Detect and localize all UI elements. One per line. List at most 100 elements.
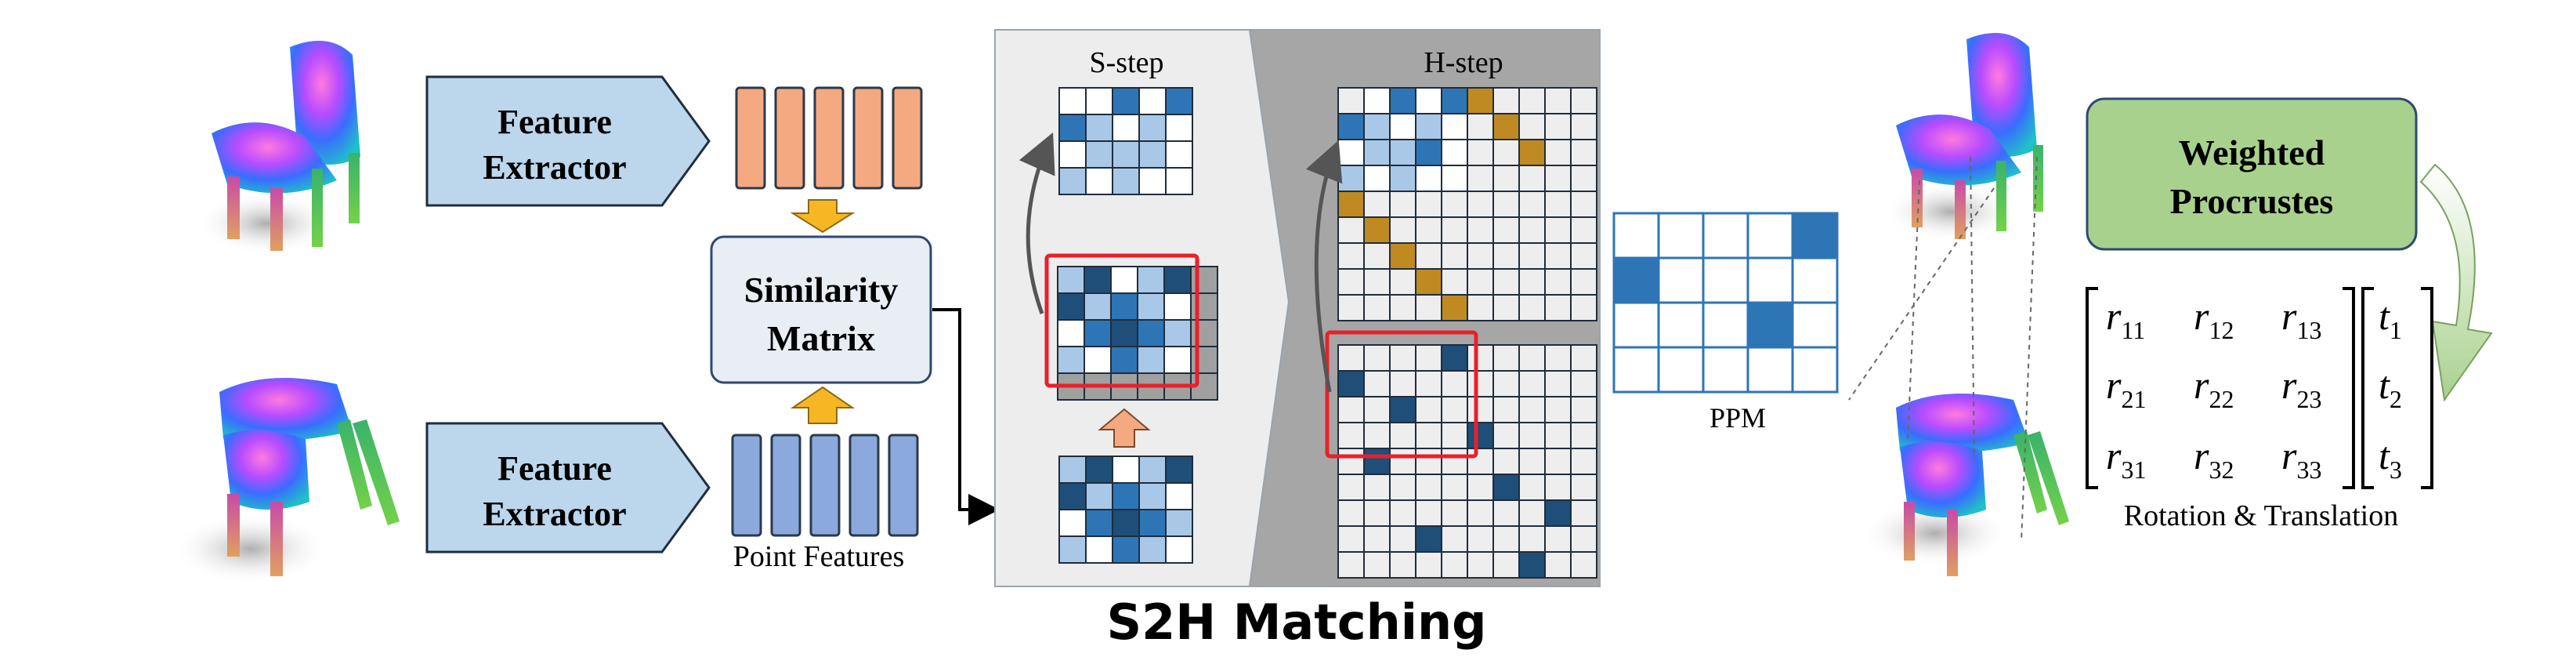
grid-cell [1085, 114, 1113, 142]
grid-cell [1544, 113, 1572, 140]
h-step-label: H-step [1424, 46, 1503, 79]
grid-cell [1085, 456, 1113, 484]
grid-cell [1570, 113, 1597, 140]
grid-cell [1467, 139, 1494, 166]
grid-cell [1363, 242, 1391, 270]
grid-cell [1190, 266, 1218, 294]
grid-cell [1084, 266, 1112, 294]
grid-cell [1415, 113, 1442, 140]
grid-cell [1190, 319, 1218, 347]
grid-cell [1518, 344, 1546, 372]
weighted-procrustes-box: Weighted Procrustes [2086, 97, 2418, 251]
grid-cell [1363, 268, 1391, 296]
grid-cell [1570, 139, 1597, 166]
grid-cell [1492, 139, 1520, 166]
translation-entry: t3 [2379, 434, 2402, 484]
grid-cell [1337, 242, 1365, 270]
grid-cell [1492, 474, 1520, 501]
target-point-features [731, 434, 919, 537]
grid-cell [1337, 113, 1365, 140]
rotation-entry: r13 [2281, 294, 2321, 344]
grid-cell [1467, 242, 1494, 270]
grid-cell [1544, 422, 1572, 449]
grid-cell [1441, 344, 1468, 372]
grid-cell [1492, 525, 1520, 553]
grid-cell [1441, 448, 1468, 475]
grid-cell [1570, 268, 1597, 296]
grid-cell [1415, 216, 1442, 244]
grid-cell [1163, 266, 1192, 294]
grid-cell [1337, 551, 1365, 579]
grid-cell [1657, 212, 1705, 260]
grid-cell [1492, 294, 1520, 321]
grid-cell [1337, 499, 1365, 527]
grid-cell [1518, 268, 1546, 296]
grid-cell [1467, 87, 1494, 114]
aligned-chair-bottom [1861, 394, 2069, 576]
grid-cell [1084, 346, 1112, 374]
grid-cell [1337, 396, 1365, 423]
grid-cell [1058, 509, 1087, 537]
grid-cell [1112, 87, 1140, 115]
grid-cell [1570, 448, 1597, 475]
grid-cell [1441, 268, 1468, 296]
grid-cell [1165, 482, 1193, 510]
rotation-left-bracket [2086, 287, 2098, 489]
grid-cell [1363, 344, 1391, 372]
grid-cell [1058, 114, 1087, 142]
grid-cell [1746, 346, 1794, 394]
grid-cell [1492, 551, 1520, 579]
grid-cell [1657, 256, 1705, 304]
grid-cell [1138, 114, 1167, 142]
grid-cell [1492, 268, 1520, 296]
feature-extractor-bottom: Feature Extractor [425, 422, 711, 554]
rotation-entry: r22 [2194, 363, 2234, 413]
grid-cell [1441, 87, 1468, 114]
grid-cell [1544, 165, 1572, 192]
grid-cell [1612, 301, 1660, 349]
grid-cell [1544, 551, 1572, 579]
grid-cell [1570, 191, 1597, 218]
grid-cell [1138, 456, 1167, 484]
s-step-cycle-arrow [1018, 132, 1055, 314]
grid-cell [1363, 448, 1391, 475]
grid-cell [1138, 167, 1167, 195]
ppm-grid [1612, 212, 1839, 394]
grid-cell [1415, 525, 1442, 553]
feature-extractor-bottom-line2: Extractor [483, 495, 626, 533]
grid-cell [1110, 292, 1138, 321]
grid-cell [1389, 87, 1416, 114]
grid-cell [1467, 551, 1494, 579]
grid-cell [1415, 191, 1442, 218]
grid-cell [1441, 139, 1468, 166]
grid-cell [1518, 294, 1546, 321]
grid-cell [1337, 191, 1365, 218]
grid-cell [1492, 448, 1520, 475]
grid-cell [1791, 256, 1839, 304]
grid-cell [1112, 456, 1140, 484]
grid-cell [1110, 319, 1138, 347]
grid-cell [1467, 525, 1494, 553]
ppm-label: PPM [1709, 402, 1766, 434]
grid-cell [1544, 344, 1572, 372]
grid-cell [1138, 535, 1167, 564]
grid-cell [1058, 535, 1087, 564]
grid-cell [1570, 370, 1597, 397]
rotation-entry: r33 [2281, 434, 2321, 484]
grid-cell [1337, 422, 1365, 449]
grid-cell [1337, 525, 1365, 553]
grid-cell [1570, 242, 1597, 270]
grid-cell [1137, 319, 1165, 347]
s-step-selection-box [1044, 253, 1199, 388]
grid-cell [1467, 422, 1494, 449]
grid-cell [1415, 344, 1442, 372]
grid-cell [1363, 474, 1391, 501]
s-step-bottom-grid [1058, 456, 1193, 564]
grid-cell [1058, 482, 1087, 510]
matching-grids [1044, 87, 1597, 579]
grid-cell [1441, 216, 1468, 244]
grid-cell [1492, 191, 1520, 218]
grid-cell [1570, 422, 1597, 449]
